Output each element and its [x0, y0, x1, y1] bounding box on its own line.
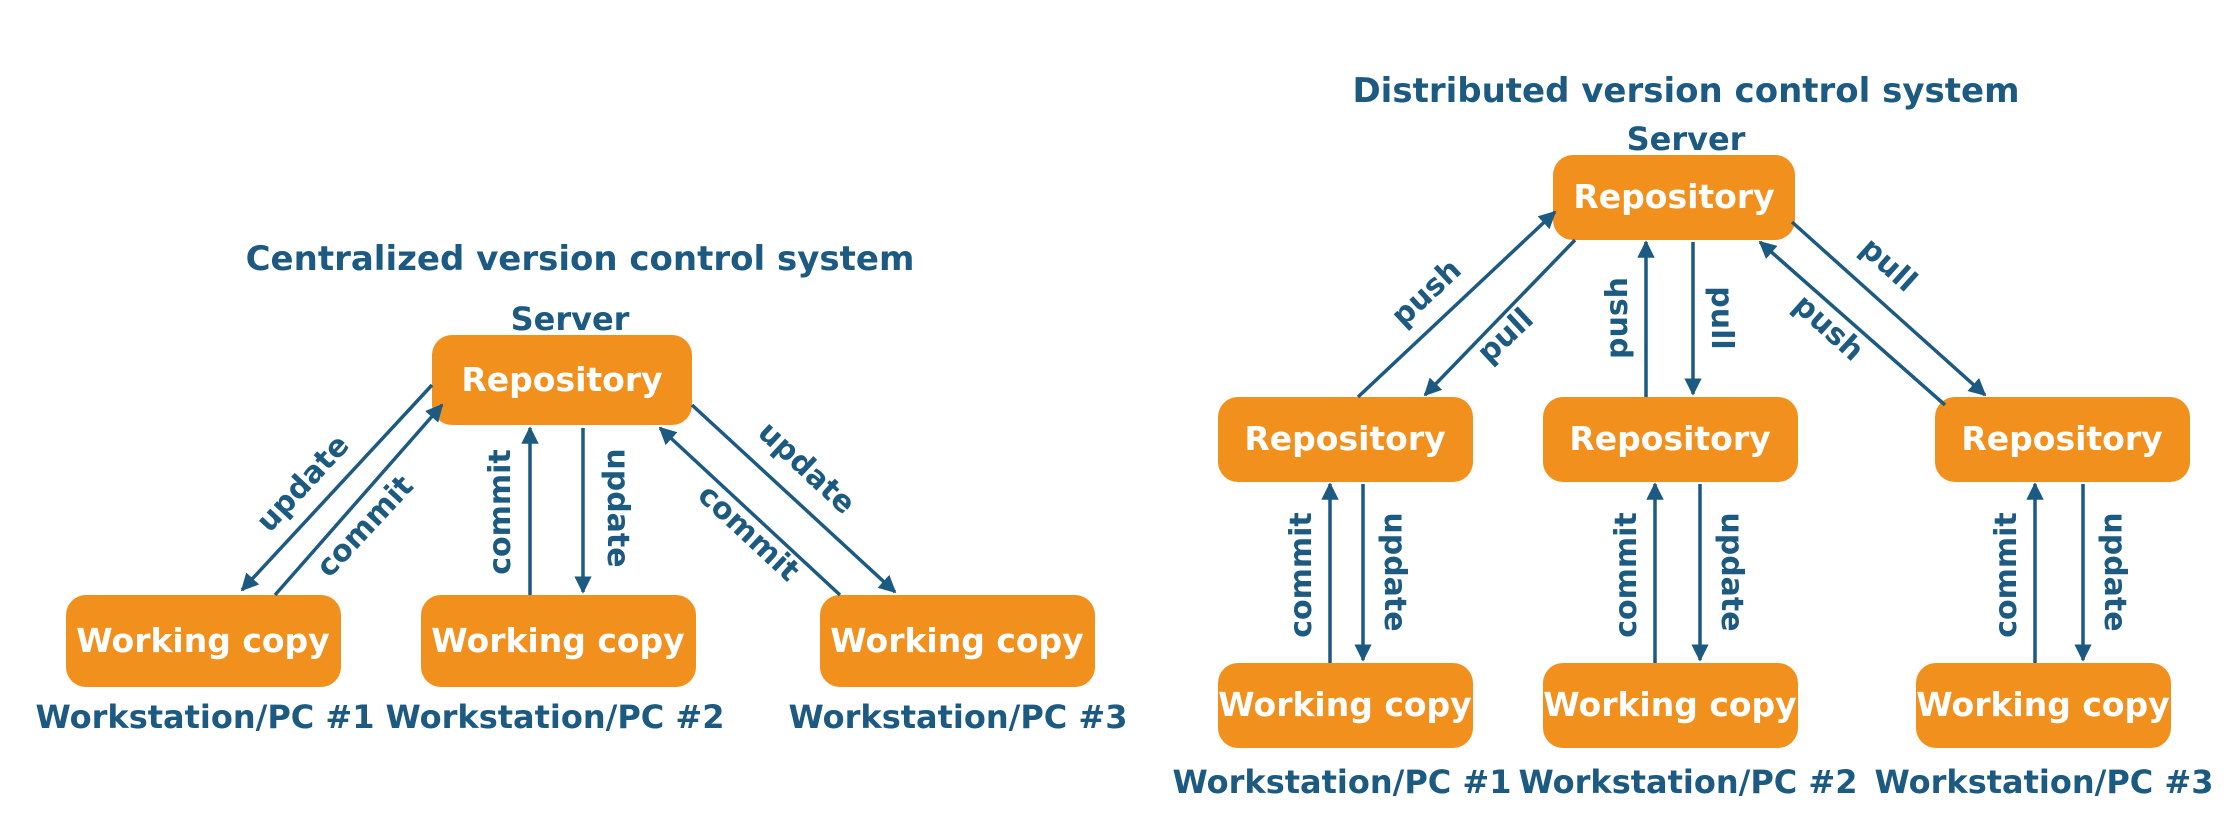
distributed-update-label-3: update	[2097, 512, 2132, 631]
distributed-update-label-2: update	[1714, 512, 1749, 631]
centralized-working-copy-3: Working copy	[820, 595, 1095, 687]
distributed-local-repository-2: Repository	[1543, 397, 1798, 482]
distributed-workstation-2: Workstation/PC #2	[1518, 763, 1857, 801]
centralized-commit-arrow-1	[273, 403, 444, 597]
distributed-working-copy-3: Working copy	[1916, 663, 2171, 748]
centralized-commit-arrow-3	[658, 426, 842, 597]
distributed-pull-label-1: pull	[1470, 302, 1540, 371]
distributed-working-copy-1-label: Working copy	[1218, 685, 1471, 724]
distributed-local-repository-2-label: Repository	[1569, 419, 1770, 458]
distributed-working-copy-2-label: Working copy	[1543, 685, 1796, 724]
distributed-workstation-1: Workstation/PC #1	[1172, 763, 1511, 801]
centralized-update-arrow-3	[690, 403, 897, 594]
centralized-working-copy-1: Working copy	[66, 595, 341, 687]
centralized-workstation-1: Workstation/PC #1	[35, 698, 374, 736]
centralized-diagram: Centralized version control system Serve…	[35, 239, 1127, 736]
distributed-commit-label-3: commit	[1989, 512, 2024, 638]
distributed-pull-label-2: pull	[1704, 286, 1739, 349]
centralized-commit-label-1: commit	[309, 469, 420, 585]
distributed-title: Distributed version control system	[1352, 71, 2019, 111]
distributed-push-label-2: push	[1600, 277, 1635, 359]
centralized-working-copy-2: Working copy	[421, 595, 696, 687]
distributed-pull-arrow-1	[1423, 238, 1577, 397]
distributed-server-repository-label: Repository	[1573, 177, 1774, 216]
centralized-update-label-2: update	[600, 448, 635, 567]
distributed-workstation-3: Workstation/PC #3	[1874, 763, 2213, 801]
centralized-working-copy-2-label: Working copy	[431, 621, 684, 660]
centralized-workstation-3: Workstation/PC #3	[788, 698, 1127, 736]
distributed-pull-arrow-3	[1790, 220, 1987, 397]
centralized-server-label: Server	[511, 300, 630, 338]
distributed-commit-label-2: commit	[1609, 512, 1644, 638]
distributed-server-repository: Repository	[1553, 155, 1795, 240]
centralized-commit-label-2: commit	[483, 449, 518, 575]
distributed-diagram: Distributed version control system Serve…	[1172, 71, 2213, 801]
distributed-local-repository-1-label: Repository	[1244, 419, 1445, 458]
distributed-commit-label-1: commit	[1284, 512, 1319, 638]
distributed-working-copy-2: Working copy	[1543, 663, 1798, 748]
distributed-working-copy-1: Working copy	[1218, 663, 1473, 748]
distributed-update-label-1: update	[1377, 512, 1412, 631]
centralized-workstation-2: Workstation/PC #2	[385, 698, 724, 736]
centralized-working-copy-1-label: Working copy	[76, 621, 329, 660]
centralized-server-repository-label: Repository	[461, 360, 662, 399]
distributed-push-label-1: push	[1385, 252, 1469, 334]
distributed-local-repository-1: Repository	[1218, 397, 1473, 482]
distributed-local-repository-3-label: Repository	[1961, 419, 2162, 458]
distributed-pull-label-3: pull	[1853, 231, 1924, 299]
centralized-server-repository: Repository	[432, 335, 692, 425]
centralized-update-label-3: update	[751, 415, 862, 522]
distributed-working-copy-3-label: Working copy	[1916, 685, 2169, 724]
distributed-push-arrow-3	[1758, 240, 1947, 407]
centralized-update-arrow-1	[240, 383, 434, 592]
centralized-title: Centralized version control system	[246, 239, 915, 279]
distributed-push-arrow-1	[1356, 210, 1557, 399]
centralized-working-copy-3-label: Working copy	[830, 621, 1083, 660]
distributed-server-label: Server	[1627, 120, 1746, 158]
distributed-local-repository-3: Repository	[1935, 397, 2190, 482]
